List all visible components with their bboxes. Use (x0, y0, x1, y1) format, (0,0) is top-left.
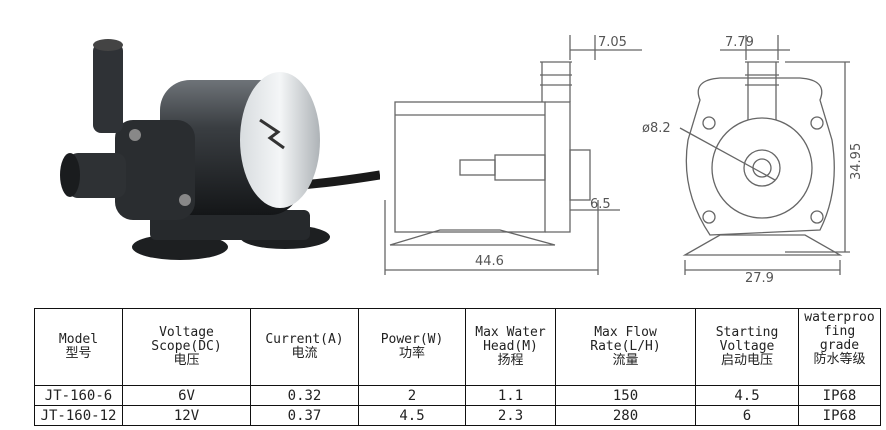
cell-current: 0.32 (250, 385, 359, 406)
cell-voltage: 12V (122, 405, 251, 426)
side-view-body (394, 101, 546, 233)
pump-head (115, 120, 195, 220)
cell-power: 4.5 (358, 405, 466, 426)
cell-starting-voltage: 4.5 (695, 385, 799, 406)
outlet-nozzle (93, 43, 123, 133)
dim-front-outlet-width: 7.79 (725, 35, 754, 50)
dim-side-nozzle: 6.5 (590, 197, 611, 212)
dimension-drawing: 7.05 7.79 ø8.2 6.5 44.6 34.95 27.9 (384, 35, 864, 286)
table-row: JT-160-6 6V 0.32 2 1.1 150 4.5 IP68 (34, 385, 881, 406)
dim-width: 27.9 (745, 271, 774, 286)
cell-power: 2 (358, 385, 466, 406)
cell-head: 1.1 (465, 385, 556, 406)
cell-flow: 150 (555, 385, 696, 406)
col-header-current: Current(A) 电流 (250, 308, 359, 386)
cell-voltage: 6V (122, 385, 251, 406)
front-view-impeller (711, 117, 813, 219)
cell-model: JT-160-6 (34, 385, 123, 406)
front-view-outlet (745, 61, 779, 120)
dim-height: 34.95 (849, 143, 864, 180)
screw (129, 129, 141, 141)
col-header-waterproof: waterproo fing grade 防水等级 (798, 308, 881, 386)
table-row: JT-160-12 12V 0.37 4.5 2.3 280 6 IP68 (34, 405, 881, 426)
pump-photo (60, 39, 380, 260)
cell-current: 0.37 (250, 405, 359, 426)
col-header-voltage: Voltage Scope(DC) 电压 (122, 308, 251, 386)
cell-starting-voltage: 6 (695, 405, 799, 426)
front-view-body (685, 77, 835, 236)
col-header-power: Power(W) 功率 (358, 308, 466, 386)
col-header-head: Max Water Head(M) 扬程 (465, 308, 556, 386)
label-cap (240, 72, 320, 208)
table-header-row: Model 型号 Voltage Scope(DC) 电压 Current(A)… (34, 308, 881, 386)
suction-cup-foot (132, 234, 228, 260)
inlet-nozzle (68, 153, 126, 198)
spec-table: Model 型号 Voltage Scope(DC) 电压 Current(A)… (34, 308, 881, 426)
col-header-starting-voltage: Starting Voltage 启动电压 (695, 308, 799, 386)
side-view-outlet (540, 61, 572, 102)
col-header-flow: Max Flow Rate(L/H) 流量 (555, 308, 696, 386)
dim-length: 44.6 (475, 254, 504, 269)
cell-waterproof: IP68 (798, 405, 881, 426)
cell-waterproof: IP68 (798, 385, 881, 406)
cell-model: JT-160-12 (34, 405, 123, 426)
cell-head: 2.3 (465, 405, 556, 426)
col-header-model: Model 型号 (34, 308, 123, 386)
cell-flow: 280 (555, 405, 696, 426)
dim-side-outlet-width: 7.05 (598, 35, 627, 50)
dim-outlet-diameter: ø8.2 (642, 121, 671, 136)
screw (179, 194, 191, 206)
